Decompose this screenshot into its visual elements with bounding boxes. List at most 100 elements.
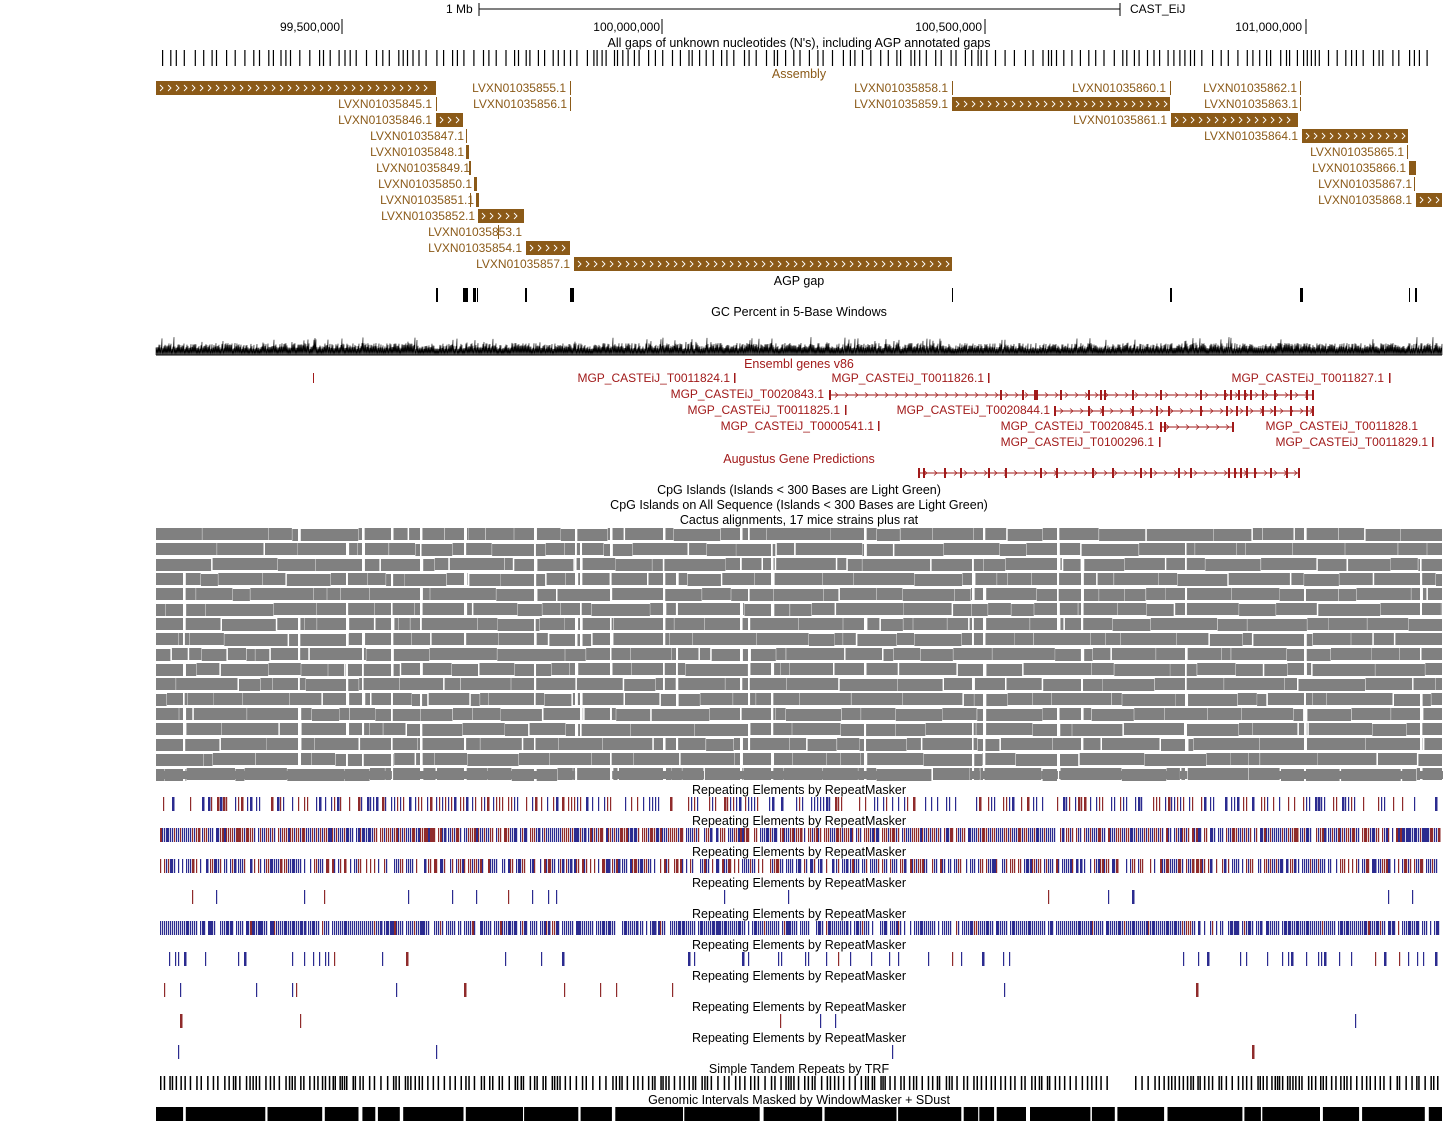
repeat-element [1390,921,1392,935]
repeat-element [350,828,352,842]
cactus-alignment-block [1075,771,1093,779]
repeat-element [1160,859,1163,873]
assembly-item-label[interactable]: LVXN01035858.1 [854,81,948,95]
gene-label[interactable]: MGP_CASTEiJ_T0011825.1 [687,403,840,417]
tandem-repeat [787,1076,790,1090]
cactus-gap [1304,693,1306,706]
track-title-ensembl[interactable]: Ensembl genes v86 [744,357,854,371]
repeat-element [1374,828,1376,842]
track-title-repeatmasker[interactable]: Repeating Elements by RepeatMasker [691,845,906,859]
repeat-element [394,828,396,842]
assembly-item-label[interactable]: LVXN01035859.1 [854,97,948,111]
gene-label[interactable]: MGP_CASTEiJ_T0020844.1 [896,403,1050,417]
gene-label[interactable]: MGP_CASTEiJ_T0000541.1 [720,419,874,433]
repeat-element [814,859,816,873]
gene-label[interactable]: MGP_CASTEiJ_T0100296.1 [1000,435,1154,449]
track-title-agp-gap[interactable]: AGP gap [773,274,825,288]
repeat-element [838,828,840,842]
repeat-element [242,828,244,842]
track-title-repeatmasker[interactable]: Repeating Elements by RepeatMasker [691,783,906,797]
track-title-repeatmasker[interactable]: Repeating Elements by RepeatMasker [691,876,906,890]
tandem-repeat [265,1076,267,1090]
assembly-item-label[interactable]: LVXN01035849.1 [376,161,470,175]
assembly-item-label[interactable]: LVXN01035864.1 [1204,129,1298,143]
track-title-repeatmasker[interactable]: Repeating Elements by RepeatMasker [691,969,906,983]
track-title-windowmasker[interactable]: Genomic Intervals Masked by WindowMasker… [648,1093,950,1107]
repeat-element [892,921,894,935]
assembly-item-label[interactable]: LVXN01035862.1 [1203,81,1297,95]
gene-mark [734,373,736,383]
cactus-alignment-block [1312,633,1351,645]
repeat-element [230,828,232,842]
gene-label[interactable]: MGP_CASTEiJ_T0011828.1 [1265,419,1418,433]
assembly-item-label[interactable]: LVXN01035852.1 [381,209,475,223]
assembly-item-label[interactable]: LVXN01035866.1 [1312,161,1406,175]
assembly-item-label[interactable]: LVXN01035861.1 [1073,113,1167,127]
cactus-alignment-block [630,724,695,736]
tandem-repeat [1311,1076,1313,1090]
track-title-repeatmasker[interactable]: Repeating Elements by RepeatMasker [691,907,906,921]
repeat-element [838,952,840,966]
repeat-element [1382,859,1384,873]
gene-label[interactable]: MGP_CASTEiJ_T0020845.1 [1000,419,1154,433]
cactus-alignment-block [1102,738,1160,750]
gene-label[interactable]: MGP_CASTEiJ_T0011826.1 [831,371,984,385]
repeat-element [1092,828,1094,842]
repeat-element [868,921,870,935]
track-title-repeatmasker[interactable]: Repeating Elements by RepeatMasker [691,938,906,952]
cactus-alignment-block [498,633,548,645]
repeat-element [1408,921,1411,935]
track-title-cactus[interactable]: Cactus alignments, 17 mice strains plus … [679,513,919,527]
assembly-item-label[interactable]: LVXN01035865.1 [1310,145,1404,159]
track-title-repeatmasker[interactable]: Repeating Elements by RepeatMasker [691,1000,906,1014]
assembly-item-label[interactable]: LVXN01035863.1 [1204,97,1298,111]
repeat-element [1036,828,1039,842]
assembly-item-label[interactable]: LVXN01035853.1 [428,225,522,239]
cactus-alignment-block [1425,663,1442,675]
track-title-cpg-all[interactable]: CpG Islands on All Sequence (Islands < 3… [610,498,988,512]
gene-label[interactable]: MGP_CASTEiJ_T0020843.1 [670,387,824,401]
track-title-assembly[interactable]: Assembly [771,67,827,81]
cactus-alignment-block [1186,678,1224,690]
repeat-element [304,890,306,904]
assembly-item-label[interactable]: LVXN01035860.1 [1072,81,1166,95]
gap-mark [679,50,681,66]
assembly-item-label[interactable]: LVXN01035845.1 [338,97,432,111]
gene-strand-arrow [1183,470,1188,476]
assembly-item-label[interactable]: LVXN01035854.1 [428,241,522,255]
track-title-repeatmasker[interactable]: Repeating Elements by RepeatMasker [691,1031,906,1045]
gene-label[interactable]: MGP_CASTEiJ_T0011829.1 [1275,435,1428,449]
gap-mark [919,50,921,66]
repeat-element [1174,859,1176,873]
repeat-element [1418,859,1420,873]
gene-label[interactable]: MGP_CASTEiJ_T0011824.1 [577,371,730,385]
repeat-element [482,921,484,935]
assembly-item-label[interactable]: LVXN01035848.1 [370,145,464,159]
repeat-element [982,828,985,842]
gene-mark [1389,373,1391,383]
track-title-gc-percent[interactable]: GC Percent in 5-Base Windows [711,305,887,319]
cactus-alignment-block [1326,693,1393,705]
track-title-cpg[interactable]: CpG Islands (Islands < 300 Bases are Lig… [657,483,941,497]
assembly-item-label[interactable]: LVXN01035851.1 [380,193,474,207]
track-title-gaps[interactable]: All gaps of unknown nucleotides (N's), i… [607,36,991,50]
assembly-item-label[interactable]: LVXN01035855.1 [472,81,566,95]
track-title-repeatmasker[interactable]: Repeating Elements by RepeatMasker [691,814,906,828]
assembly-item-label[interactable]: LVXN01035867.1 [1318,177,1412,191]
assembly-item-label[interactable]: LVXN01035868.1 [1318,193,1412,207]
assembly-item-label[interactable]: LVXN01035846.1 [338,113,432,127]
tandem-repeat [1014,1076,1016,1090]
assembly-item-label[interactable]: LVXN01035856.1 [473,97,567,111]
repeat-element [284,859,286,873]
repeat-element [608,921,611,935]
repeat-element [866,828,868,842]
repeat-element [584,921,586,935]
track-title-augustus[interactable]: Augustus Gene Predictions [723,452,875,466]
assembly-item-label[interactable]: LVXN01035857.1 [476,257,570,271]
assembly-item-label[interactable]: LVXN01035847.1 [370,129,464,143]
gene-label[interactable]: MGP_CASTEiJ_T0011827.1 [1231,371,1384,385]
cactus-alignment-block [599,771,610,779]
track-title-trf[interactable]: Simple Tandem Repeats by TRF [708,1062,890,1076]
cactus-alignment-block [462,723,505,735]
assembly-item-label[interactable]: LVXN01035850.1 [378,177,472,191]
